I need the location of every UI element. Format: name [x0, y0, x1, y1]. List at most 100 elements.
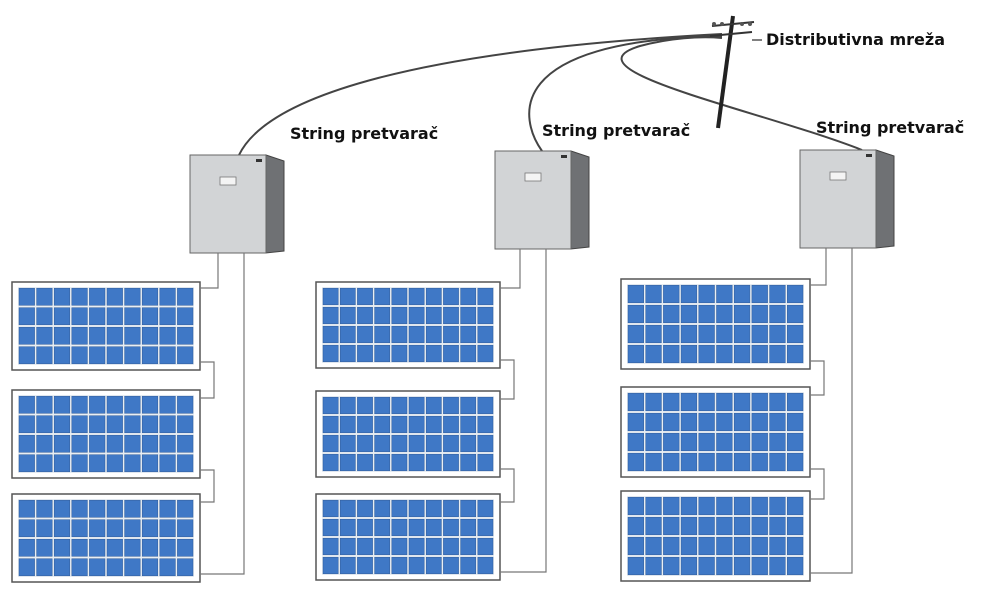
solar-cell: [159, 287, 176, 306]
solar-cell: [627, 496, 644, 516]
solar-cell: [698, 536, 715, 556]
solar-cell: [680, 412, 698, 432]
solar-cell: [460, 396, 477, 415]
solar-cell: [36, 499, 53, 518]
inverter-led: [561, 155, 567, 158]
solar-cell: [89, 434, 106, 453]
solar-cell: [159, 538, 176, 557]
solar-cell: [322, 396, 339, 415]
series-link: [200, 361, 215, 399]
solar-cell: [751, 284, 768, 304]
solar-cell: [408, 499, 425, 518]
solar-cell: [698, 452, 715, 472]
solar-cell: [124, 434, 141, 453]
solar-cell: [89, 326, 106, 345]
solar-panel-icon: [11, 389, 201, 479]
solar-cell: [357, 325, 373, 344]
solar-cell: [339, 434, 356, 453]
solar-cell: [627, 452, 644, 472]
solar-cell: [751, 496, 768, 516]
solar-cell: [322, 344, 339, 363]
solar-cell: [177, 307, 194, 326]
solar-cell: [53, 415, 71, 434]
solar-cell: [89, 307, 106, 326]
solar-cell: [124, 395, 141, 414]
solar-cell: [698, 432, 715, 452]
solar-cell: [680, 452, 698, 472]
series-link: [810, 360, 825, 396]
solar-cell: [36, 519, 53, 538]
solar-cell: [53, 499, 71, 518]
solar-cell: [733, 344, 751, 364]
solar-cell: [141, 415, 159, 434]
solar-cell: [680, 556, 698, 576]
solar-cell: [751, 516, 768, 536]
solar-cell: [769, 324, 786, 344]
solar-cell: [18, 499, 35, 518]
solar-cell: [477, 518, 494, 537]
solar-cell: [443, 518, 459, 537]
solar-cell: [477, 556, 494, 575]
solar-cell: [357, 287, 373, 306]
solar-cell: [460, 287, 477, 306]
solar-cell: [460, 556, 477, 575]
solar-cell: [357, 434, 373, 453]
solar-cell: [443, 396, 459, 415]
solar-cell: [177, 415, 194, 434]
solar-cell: [425, 287, 442, 306]
solar-cell: [680, 432, 698, 452]
solar-panel-icon: [315, 281, 501, 369]
solar-cell: [357, 344, 373, 363]
solar-cell: [408, 518, 425, 537]
solar-cell: [71, 434, 88, 453]
solar-panel-icon: [620, 490, 811, 582]
solar-cell: [769, 344, 786, 364]
solar-cell: [716, 536, 733, 556]
solar-cell: [443, 556, 459, 575]
string-inverter-icon: [494, 150, 590, 250]
solar-cell: [460, 325, 477, 344]
solar-cell: [106, 326, 123, 345]
solar-cell: [733, 556, 751, 576]
solar-cell: [733, 516, 751, 536]
solar-cell: [124, 415, 141, 434]
solar-cell: [53, 434, 71, 453]
solar-cell: [716, 556, 733, 576]
solar-cell: [408, 453, 425, 472]
pole-insulator: [748, 22, 752, 26]
pv-string-1: [11, 154, 285, 583]
solar-cell: [391, 537, 408, 556]
solar-cell: [645, 452, 662, 472]
solar-cell: [53, 395, 71, 414]
solar-cell: [477, 396, 494, 415]
inverter-led: [866, 154, 872, 157]
solar-cell: [787, 324, 804, 344]
solar-cell: [357, 537, 373, 556]
solar-cell: [53, 519, 71, 538]
solar-cell: [374, 453, 391, 472]
pv-string-3: [620, 149, 895, 582]
solar-cell: [477, 415, 494, 434]
solar-cell: [177, 499, 194, 518]
solar-cell: [443, 537, 459, 556]
solar-cell: [627, 284, 644, 304]
solar-cell: [36, 434, 53, 453]
solar-cell: [477, 287, 494, 306]
solar-cell: [357, 396, 373, 415]
solar-cell: [357, 453, 373, 472]
solar-cell: [663, 284, 680, 304]
solar-cell: [408, 287, 425, 306]
solar-cell: [374, 434, 391, 453]
solar-cell: [357, 415, 373, 434]
solar-cell: [71, 558, 88, 577]
solar-cell: [89, 287, 106, 306]
solar-cell: [89, 415, 106, 434]
solar-cell: [663, 432, 680, 452]
solar-cell: [322, 518, 339, 537]
solar-cell: [159, 434, 176, 453]
solar-cell: [769, 412, 786, 432]
solar-cell: [71, 287, 88, 306]
solar-cell: [460, 453, 477, 472]
solar-cell: [53, 346, 71, 365]
solar-cell: [357, 306, 373, 325]
